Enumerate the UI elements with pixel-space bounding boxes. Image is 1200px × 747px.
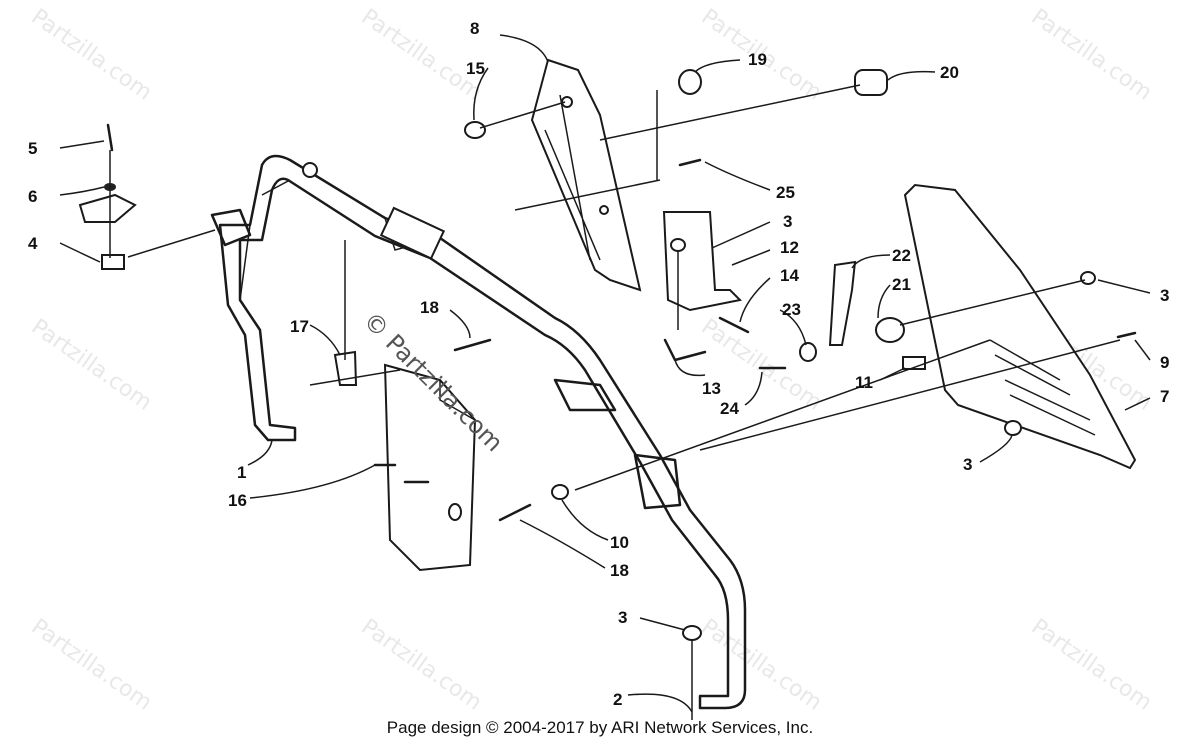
callout-18: 18	[610, 561, 629, 580]
frame-bracket-left	[210, 208, 252, 247]
callout-23: 23	[782, 300, 801, 319]
assembly-lines	[109, 84, 1121, 720]
watermark: Partzilla.com	[27, 614, 157, 715]
callout-17: 17	[290, 317, 309, 336]
watermark: Partzilla.com	[697, 614, 827, 715]
part-21-bushing	[875, 317, 905, 343]
callout-9: 9	[1160, 353, 1169, 372]
part-5-bolt	[106, 123, 114, 152]
watermark: Partzilla.com	[357, 614, 487, 715]
front-plate	[373, 363, 477, 572]
watermark: Partzilla.com	[1027, 4, 1157, 105]
frame-sleeve	[379, 206, 446, 260]
callout-25: 25	[776, 183, 795, 202]
frame-hole	[302, 162, 318, 178]
part-25-pin	[678, 158, 702, 167]
plate-hole	[448, 503, 462, 521]
part-17-clip	[333, 350, 358, 386]
callout-2: 2	[613, 690, 622, 709]
watermark: Partzilla.com	[357, 4, 487, 105]
callout-1: 1	[237, 463, 246, 482]
callout-3: 3	[1160, 286, 1169, 305]
part-15-bushing	[464, 121, 486, 139]
callout-11: 11	[855, 373, 873, 392]
callout-24: 24	[720, 399, 739, 418]
part-13-screw	[663, 338, 707, 362]
part-19-bushing	[678, 69, 702, 95]
callout-3: 3	[963, 455, 972, 474]
callout-21: 21	[892, 275, 911, 294]
callout-16: 16	[228, 491, 247, 510]
watermark: Partzilla.com	[1027, 614, 1157, 715]
part-23-washer	[799, 342, 817, 362]
callout-6: 6	[28, 187, 37, 206]
plate-hole	[599, 205, 609, 215]
hardware-parts	[78, 69, 1137, 641]
part-3-nut-top	[670, 238, 686, 252]
part-18-screw-lower	[498, 503, 532, 522]
callout-22: 22	[892, 246, 911, 265]
callout-labels: 1 2 3 3 3 3 4 5 6 7 8 9 10 11 12 13 14 1…	[28, 19, 1169, 709]
callout-19: 19	[748, 50, 767, 69]
plate-studs	[373, 463, 430, 484]
upper-bracket-plate	[530, 58, 642, 292]
part-22-latch	[828, 260, 857, 346]
callout-18: 18	[420, 298, 439, 317]
part-14-pin	[718, 316, 750, 334]
part-3-nut-side	[1004, 420, 1022, 436]
callout-3: 3	[618, 608, 627, 627]
callout-4: 4	[28, 234, 38, 253]
callout-10: 10	[610, 533, 629, 552]
leader-lines	[59, 34, 1151, 713]
watermark: Partzilla.com	[27, 314, 157, 415]
side-panel	[903, 183, 1137, 470]
part-20-spacer	[854, 69, 888, 96]
frame-bracket-mid	[553, 378, 617, 412]
part-18-screw-upper	[453, 338, 492, 352]
callout-12: 12	[780, 238, 799, 257]
part-6-clamp	[78, 193, 137, 223]
callout-15: 15	[466, 59, 485, 78]
part-4-nut	[101, 254, 125, 270]
callout-13: 13	[702, 379, 721, 398]
watermark: Partzilla.com	[697, 314, 827, 415]
watermark: Partzilla.com	[27, 4, 157, 105]
callout-20: 20	[940, 63, 959, 82]
callout-14: 14	[780, 266, 799, 285]
bracket-12	[662, 211, 743, 312]
part-3-nut-bottom	[682, 625, 702, 641]
part-9-screw	[1116, 331, 1137, 339]
callout-8: 8	[470, 19, 479, 38]
callout-7: 7	[1160, 387, 1169, 406]
part-3-nut-right	[1080, 271, 1096, 285]
callout-3: 3	[783, 212, 792, 231]
plate-hole	[561, 96, 573, 108]
bumper-frame	[210, 154, 747, 710]
part-10-nut	[551, 484, 569, 500]
callout-5: 5	[28, 139, 37, 158]
page-footer: Page design © 2004-2017 by ARI Network S…	[386, 718, 814, 737]
